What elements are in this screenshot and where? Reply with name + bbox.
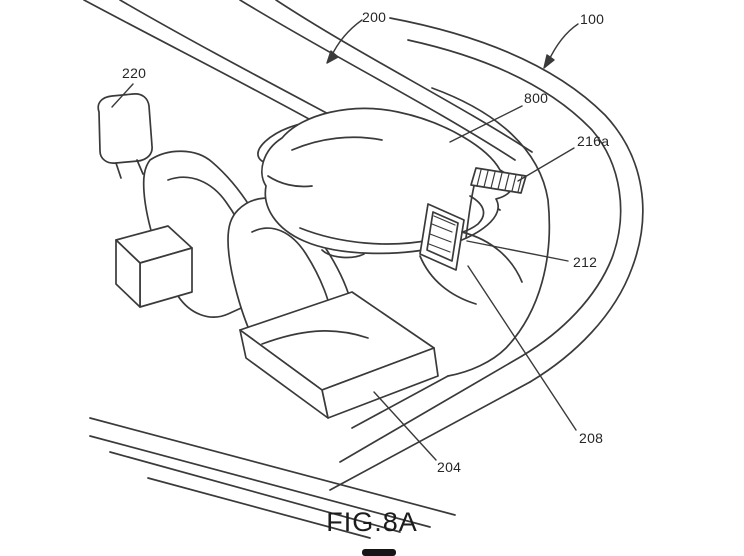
- headrest-posts: [115, 159, 144, 179]
- arrowhead-200: [326, 50, 339, 64]
- ref-label-100: 100: [580, 11, 605, 27]
- ref-label-208: 208: [579, 430, 604, 446]
- display-hatch: [428, 215, 456, 253]
- headrest: [97, 93, 153, 164]
- seat-cushion: [239, 291, 439, 419]
- display-unit: [419, 203, 523, 305]
- ref-label-220: 220: [122, 65, 147, 81]
- leader-204: [373, 391, 437, 461]
- leader-212: [466, 240, 569, 262]
- vent-hatch: [465, 167, 527, 239]
- outer-body-lines: [389, 17, 644, 383]
- cockpit-frame: [351, 87, 551, 429]
- ref-label-200: 200: [362, 9, 387, 25]
- leader-800: [449, 105, 523, 143]
- figure-caption: FIG.8A: [326, 507, 418, 537]
- bottom-crop-mark: [362, 549, 396, 556]
- sill-lines: [329, 355, 531, 491]
- leader-200: [330, 19, 363, 58]
- ref-label-800: 800: [524, 90, 549, 106]
- ref-label-212: 212: [573, 254, 598, 270]
- arrowhead-100: [543, 54, 555, 69]
- leader-208: [467, 265, 577, 431]
- armrest-box: [115, 225, 193, 308]
- leader-220: [111, 83, 134, 108]
- ref-label-216a: 216a: [577, 133, 610, 149]
- leader-lines: [111, 19, 579, 461]
- airbag-folds: [267, 136, 485, 259]
- floor-lines: [89, 417, 456, 539]
- leader-100: [547, 23, 579, 63]
- ref-label-204: 204: [437, 459, 462, 475]
- leader-216a: [517, 147, 575, 182]
- windshield-edge-curves: [239, 0, 533, 161]
